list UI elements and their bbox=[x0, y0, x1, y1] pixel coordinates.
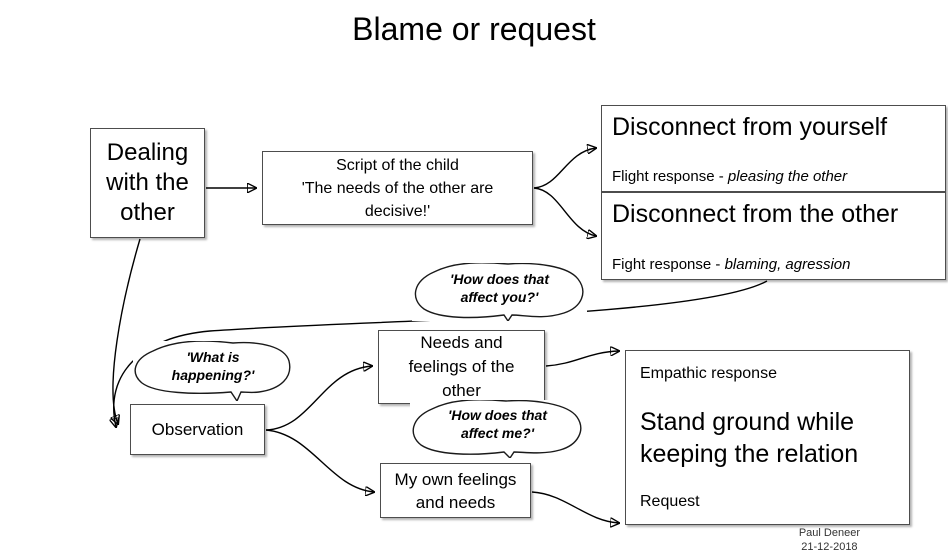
bubble-affect-you-shape bbox=[414, 263, 584, 321]
box-script-line-1: Script of the child bbox=[336, 156, 459, 174]
box-observation-label: Observation bbox=[151, 419, 244, 439]
footer-credit: Paul Deneer 21-12-2018 bbox=[799, 526, 860, 554]
box-script-line-2: 'The needs of the other are bbox=[301, 179, 494, 197]
bubble-how-does-that-affect-me[interactable]: 'How does that affect me?' bbox=[410, 400, 585, 458]
bubble-how-does-that-affect-you[interactable]: 'How does that affect you?' bbox=[412, 263, 587, 321]
box-script-line-3: decisive!' bbox=[364, 202, 431, 220]
box-dealing-label: Dealing with the other bbox=[106, 139, 189, 226]
bubble-affect-me-shape bbox=[412, 400, 582, 458]
connector-my-feelings-to-stand-ground bbox=[531, 491, 619, 523]
stand-ground-heading-line-1: Stand ground while bbox=[640, 407, 855, 436]
footer-date: 21-12-2018 bbox=[801, 541, 858, 553]
connector-observation-to-needs-other bbox=[265, 366, 372, 431]
connector-dealing-to-observation bbox=[113, 238, 141, 424]
box-observation[interactable]: Observation bbox=[130, 404, 265, 455]
box-stand-ground-while-keeping-the-relation[interactable]: Empathic response Stand ground while kee… bbox=[625, 350, 910, 525]
box-disconnect-self-subtext: Flight response - pleasing the other bbox=[612, 167, 847, 187]
box-disconnect-from-yourself[interactable]: Disconnect from yourself Flight response… bbox=[601, 105, 946, 192]
box-needs-other-line-3: other bbox=[442, 381, 481, 400]
box-dealing-with-the-other[interactable]: Dealing with the other bbox=[90, 128, 205, 238]
flight-response-emphasis: pleasing the other bbox=[727, 168, 848, 185]
stand-ground-heading-line-2: keeping the relation bbox=[640, 439, 859, 468]
connector-needs-other-to-stand-ground bbox=[545, 351, 619, 367]
box-disconnect-self-heading: Disconnect from yourself bbox=[612, 113, 888, 141]
bubble-what-is-happening[interactable]: 'What is happening?' bbox=[133, 341, 293, 401]
empathic-response-label: Empathic response bbox=[640, 365, 777, 382]
connector-script-to-disconnect-self bbox=[533, 148, 596, 189]
flight-response-prefix: Flight response - bbox=[612, 168, 728, 185]
box-needs-other-line-1: Needs and bbox=[420, 333, 503, 352]
request-label: Request bbox=[640, 493, 700, 510]
box-my-feelings-line-1: My own feelings bbox=[394, 469, 517, 489]
page-title: Blame or request bbox=[352, 11, 596, 47]
box-disconnect-from-the-other[interactable]: Disconnect from the other Fight response… bbox=[601, 192, 946, 280]
footer-author: Paul Deneer bbox=[798, 527, 860, 539]
box-needs-and-feelings-of-the-other[interactable]: Needs and feelings of the other bbox=[378, 330, 545, 404]
box-disconnect-other-subtext: Fight response - blaming, agression bbox=[612, 255, 850, 275]
connector-disconnect-other-to-observation bbox=[114, 280, 768, 427]
connector-script-to-disconnect-other bbox=[533, 187, 596, 236]
connector-observation-to-my-feelings bbox=[265, 429, 374, 492]
stand-ground-heading: Stand ground while keeping the relation bbox=[640, 406, 858, 470]
bubble-what-happening-shape bbox=[134, 341, 291, 401]
box-needs-other-line-2: feelings of the bbox=[408, 357, 515, 376]
fight-response-emphasis: blaming, agression bbox=[724, 256, 851, 273]
fight-response-prefix: Fight response - bbox=[612, 256, 725, 273]
box-my-feelings-line-2: and needs bbox=[415, 492, 496, 512]
box-script-of-the-child[interactable]: Script of the child 'The needs of the ot… bbox=[262, 151, 533, 225]
box-my-own-feelings-and-needs[interactable]: My own feelings and needs bbox=[380, 463, 531, 518]
box-disconnect-other-heading: Disconnect from the other bbox=[612, 200, 899, 228]
